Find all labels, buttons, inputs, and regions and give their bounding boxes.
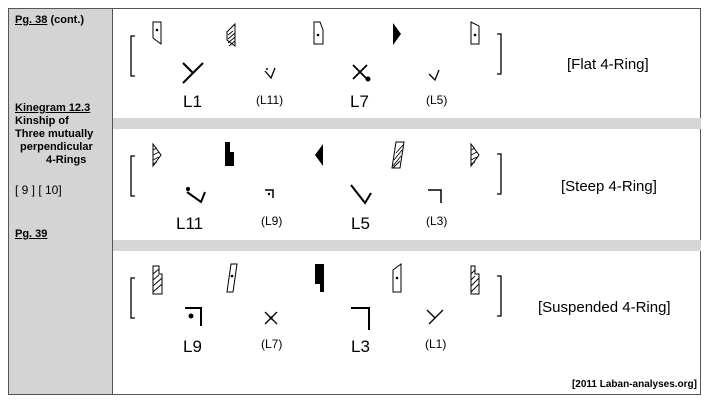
- kinegram-title[interactable]: Kinegram 12.3: [15, 102, 90, 114]
- direction-sign-hatched-icon: [391, 141, 405, 169]
- copyright-footer: [2011 Laban-analyses.org]: [571, 379, 697, 390]
- subtitle-line-3: perpendicular: [20, 141, 93, 153]
- row3-label-4: (L1): [425, 337, 447, 351]
- pin-sign-small-icon: [428, 69, 440, 82]
- row1-label-4: (L5): [426, 93, 448, 107]
- direction-sign-hatched-icon: [152, 265, 163, 295]
- page-ref-top-link[interactable]: Pg. 38: [15, 14, 48, 26]
- close-bracket-icon: [497, 33, 502, 75]
- direction-sign-icon: [226, 263, 238, 293]
- flat-ring-symbols: [130, 21, 502, 84]
- close-bracket-icon: [497, 275, 502, 317]
- pin-sign-small-icon: [264, 67, 276, 80]
- open-bracket-icon: [130, 35, 135, 77]
- direction-sign-hatched-icon: [470, 142, 480, 168]
- separator-band: [113, 240, 701, 251]
- steep-ring-symbols: [130, 141, 502, 205]
- direction-sign-icon: [313, 21, 324, 45]
- open-bracket-icon: [130, 155, 135, 197]
- pin-sign-x-icon: [264, 311, 278, 325]
- subtitle-line-2: Three mutually: [15, 128, 94, 140]
- direction-sign-icon: [152, 21, 162, 45]
- direction-sign-black-icon: [315, 144, 323, 166]
- direction-sign-hatched-icon: [470, 265, 480, 295]
- subtitle-line-1: Kinship of: [15, 115, 69, 127]
- pin-sign-dot-icon: [186, 187, 206, 204]
- direction-sign-black-icon: [315, 264, 324, 292]
- pin-sign-icon: [182, 62, 204, 84]
- direction-sign-hatched-icon: [226, 22, 236, 47]
- direction-sign-black-icon: [225, 142, 234, 166]
- direction-sign-hatched-icon: [152, 142, 162, 168]
- ring-label-steep: [Steep 4-Ring]: [561, 178, 657, 195]
- page-ref-top[interactable]: Pg. 38 (cont.): [15, 14, 84, 26]
- page-ref-bottom-link[interactable]: Pg. 39: [15, 228, 48, 240]
- sidebar: [9, 9, 113, 394]
- direction-sign-icon: [470, 21, 480, 45]
- pin-sign-y-icon: [426, 309, 444, 325]
- row2-label-2: (L9): [261, 214, 283, 228]
- pin-sign-corner-icon: [185, 307, 202, 326]
- row1-label-1: L1: [183, 92, 202, 111]
- page-ref-top-suffix: (cont.): [47, 14, 85, 26]
- row1-label-2: (L11): [256, 93, 284, 107]
- pin-sign-corner-icon: [351, 307, 370, 330]
- refs: [ 9 ] [ 10]: [15, 183, 62, 197]
- open-bracket-icon: [130, 277, 135, 319]
- suspended-ring-symbols: [130, 263, 502, 330]
- kinegram-title-link[interactable]: Kinegram 12.3: [15, 102, 91, 114]
- subtitle-line-4: 4-Rings: [46, 154, 87, 166]
- pin-sign-corner-icon: [265, 189, 274, 198]
- row3-label-2: (L7): [261, 337, 283, 351]
- row3-label-1: L9: [183, 337, 202, 356]
- row2-label-4: (L3): [426, 214, 448, 228]
- pin-sign-corner-icon: [428, 189, 442, 203]
- close-bracket-icon: [497, 153, 502, 195]
- row1-label-3: L7: [350, 92, 369, 111]
- page-ref-bottom[interactable]: Pg. 39: [15, 228, 47, 240]
- direction-sign-icon: [392, 263, 402, 293]
- pin-sign-check-icon: [350, 184, 372, 205]
- ring-label-flat: [Flat 4-Ring]: [567, 56, 649, 73]
- document-frame: [8, 8, 701, 395]
- row2-label-3: L5: [351, 214, 370, 233]
- row2-label-1: L11: [176, 214, 204, 233]
- separator-band: [113, 118, 701, 129]
- row3-label-3: L3: [351, 337, 370, 356]
- ring-label-suspended: [Suspended 4-Ring]: [538, 299, 671, 316]
- direction-sign-black-icon: [393, 23, 401, 45]
- pin-sign-dot-icon: [352, 64, 371, 82]
